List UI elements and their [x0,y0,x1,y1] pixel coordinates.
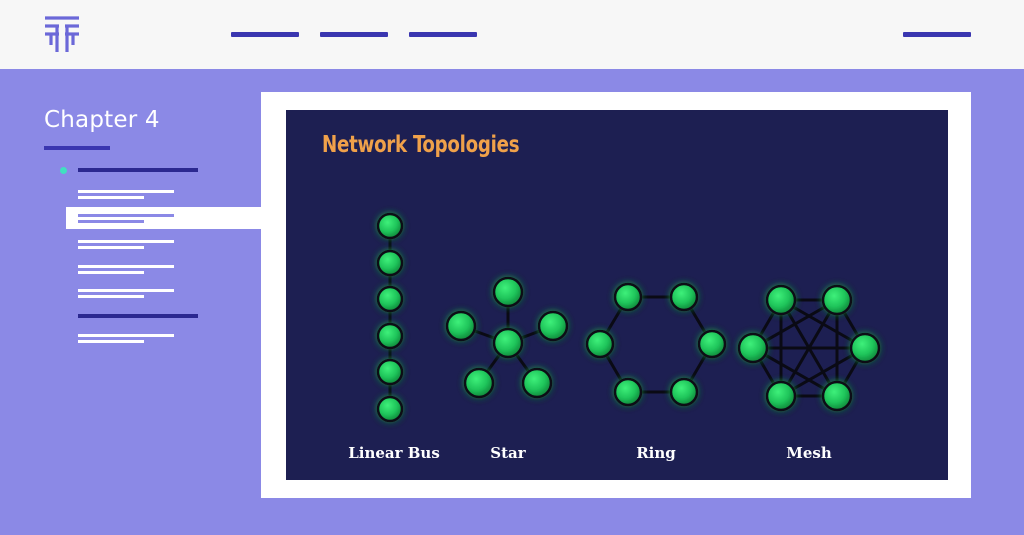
toc-item-line [78,295,144,298]
current-item-indicator-icon [60,167,67,174]
toc-item-line [78,340,144,343]
mesh-diagram [737,284,881,412]
star-label: Star [490,444,526,462]
slide-network-topologies: Network Topologies [286,110,948,480]
toc-item-line [78,289,174,292]
bus-node [376,212,404,240]
toc-item-line [78,271,144,274]
chapter-title: Chapter 4 [44,107,160,133]
ring-node [613,377,643,407]
ring-node [669,377,699,407]
toc-item-line [78,190,174,193]
toc-item-line [78,214,174,217]
star-node [445,310,477,342]
mesh-node [737,332,769,364]
nav-link-2[interactable] [320,32,388,37]
star-node [537,310,569,342]
toc-item-line [78,334,174,337]
bus-node [376,395,404,423]
star-hub-node [492,327,524,359]
toc-item-line [78,265,174,268]
bus-node [376,285,404,313]
linear-bus-label: Linear Bus [348,444,440,462]
toc-section-heading-2[interactable] [78,314,198,318]
bus-node [376,322,404,350]
mesh-node [765,284,797,316]
bus-node [376,249,404,277]
pillar-logo-icon[interactable] [44,15,80,53]
toc-section-heading-1[interactable] [78,168,198,172]
ring-node [585,329,615,359]
account-link[interactable] [903,32,971,37]
star-node [492,276,524,308]
toc-item-line [78,240,174,243]
top-navigation-bar [0,0,1024,69]
nav-link-1[interactable] [231,32,299,37]
ring-node [697,329,727,359]
ring-node [613,282,643,312]
ring-node [669,282,699,312]
mesh-node [821,284,853,316]
star-node [521,367,553,399]
mesh-node [821,380,853,412]
slide-title: Network Topologies [322,132,520,158]
ring-label: Ring [636,444,676,462]
mesh-node [765,380,797,412]
toc-item-line [78,220,144,223]
chapter-underline [44,146,110,150]
nav-link-3[interactable] [409,32,477,37]
ring-diagram [585,282,727,407]
toc-item-2-selected[interactable] [66,207,262,229]
toc-item-line [78,196,144,199]
linear-bus-diagram [376,212,404,423]
star-diagram [445,276,569,399]
bus-node [376,358,404,386]
mesh-node [849,332,881,364]
mesh-label: Mesh [786,444,832,462]
star-node [463,367,495,399]
topology-diagrams [376,212,881,423]
toc-item-line [78,246,144,249]
